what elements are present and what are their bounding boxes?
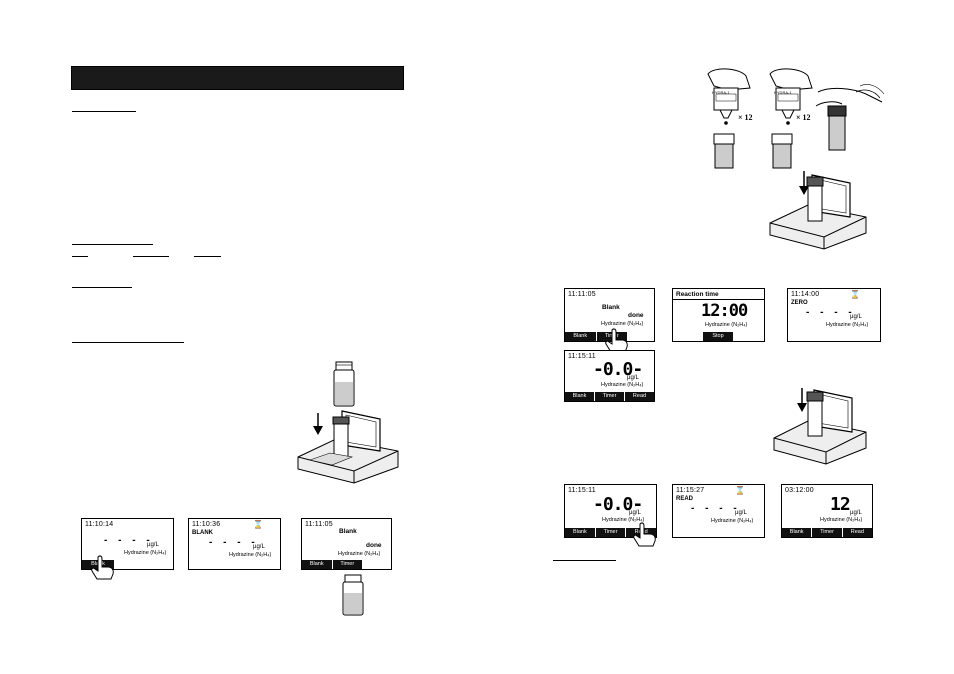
section-title-bar xyxy=(71,66,404,90)
lcd-value: - - - - xyxy=(691,503,741,514)
meter-illustration-right-top xyxy=(769,171,867,250)
lcd-screen-reading: 11:15:27 ⌛ READ - - - - µg/L Hydrazine (… xyxy=(672,484,765,538)
timer-softkey[interactable]: Timer xyxy=(595,392,625,401)
blank-softkey[interactable]: Blank xyxy=(565,392,595,401)
lcd-screen-3: 11:11:05 Blank done Hydrazine (N₂H₄) Bla… xyxy=(301,518,392,570)
heading-rule-3c xyxy=(194,256,221,257)
read-softkey[interactable]: Read xyxy=(842,528,872,537)
lcd-screen-2: 11:10:36 ⌛ BLANK - - - - µg/L Hydrazine … xyxy=(188,518,281,570)
lcd-parameter: Hydrazine (N₂H₄) xyxy=(705,322,748,328)
lcd-parameter: Hydrazine (N₂H₄) xyxy=(820,517,863,523)
lcd-done-label: done xyxy=(366,542,382,549)
shake-cuvette-illustration xyxy=(815,84,885,151)
heading-rule-2 xyxy=(72,244,153,245)
lcd-time: 03:12:00 xyxy=(785,487,814,494)
heading-rule-3a xyxy=(72,256,88,257)
lcd-parameter: Hydrazine (N₂H₄) xyxy=(601,382,644,388)
hourglass-icon: ⌛ xyxy=(735,486,745,495)
bottle-label-1: HYDRA-1 xyxy=(712,90,730,95)
heading-rule-4 xyxy=(72,287,132,288)
lcd-time: 11:10:36 xyxy=(192,521,221,528)
lcd-softkey-bar: Blank Timer Read xyxy=(782,528,872,537)
cuvette-illustration xyxy=(333,361,355,407)
lcd-unit: µg/L xyxy=(850,314,862,320)
cuvette-small-illustration xyxy=(342,574,364,616)
lcd-softkey-bar: Blank Timer xyxy=(302,560,362,569)
heading-rule-1 xyxy=(72,111,136,112)
lcd-softkey-bar: Stop xyxy=(703,332,733,341)
reagent-dropper-illustration-1 xyxy=(707,68,751,169)
lcd-time: 11:14:00 xyxy=(791,291,820,298)
lcd-parameter: Hydrazine (N₂H₄) xyxy=(338,551,381,557)
lcd-value: - - - - xyxy=(104,535,154,546)
meter-illustration-right-middle xyxy=(773,388,867,465)
stop-softkey[interactable]: Stop xyxy=(703,332,733,341)
lcd-parameter: Hydrazine (N₂H₄) xyxy=(124,550,167,556)
heading-rule-5 xyxy=(72,342,184,343)
pointing-hand-icon xyxy=(633,522,656,547)
lcd-mode: ZERO xyxy=(791,300,808,306)
lcd-parameter: Hydrazine (N₂H₄) xyxy=(826,322,869,328)
lcd-parameter: Hydrazine (N₂H₄) xyxy=(229,552,272,558)
read-softkey[interactable]: Read xyxy=(625,392,654,401)
blank-softkey[interactable]: Blank xyxy=(565,332,597,341)
lcd-value: -0.0- xyxy=(593,494,643,515)
timer-softkey[interactable]: Timer xyxy=(595,528,627,537)
lcd-blank-label: Blank xyxy=(339,528,357,535)
blank-softkey[interactable]: Blank xyxy=(565,528,596,537)
lcd-value: 12 xyxy=(830,494,851,515)
lcd-time: 11:10:14 xyxy=(85,521,114,528)
lcd-value: - - - - xyxy=(209,537,259,548)
lcd-header: Reaction time xyxy=(676,291,719,298)
lcd-done-label: done xyxy=(628,312,644,319)
lcd-blank-label: Blank xyxy=(602,304,620,311)
lcd-screen-reaction-timer: Reaction time 12:00 Hydrazine (N₂H₄) Sto… xyxy=(672,288,765,342)
pointing-hand-icon xyxy=(605,328,628,353)
lcd-unit: µg/L xyxy=(253,544,265,550)
lcd-unit: µg/L xyxy=(850,510,862,516)
lcd-parameter: Hydrazine (N₂H₄) xyxy=(711,518,754,524)
lcd-mode: BLANK xyxy=(192,530,213,536)
timer-softkey[interactable]: Timer xyxy=(812,528,843,537)
blank-softkey[interactable]: Blank xyxy=(302,560,333,569)
lcd-parameter: Hydrazine (N₂H₄) xyxy=(602,517,645,523)
blank-softkey[interactable]: Blank xyxy=(782,528,813,537)
reagent-dropper-illustration-2 xyxy=(769,68,813,169)
lcd-header-rule xyxy=(673,299,764,300)
lcd-screen-result: 03:12:00 12 µg/L Hydrazine (N₂H₄) Blank … xyxy=(781,484,873,538)
lcd-timer-value: 12:00 xyxy=(701,301,748,321)
timer-softkey[interactable]: Timer xyxy=(332,560,362,569)
lcd-value: - - - - xyxy=(806,307,856,318)
lcd-unit: µg/L xyxy=(627,375,639,381)
lcd-mode: READ xyxy=(676,496,694,502)
heading-rule-3b xyxy=(133,256,169,257)
pointing-hand-icon xyxy=(91,555,114,580)
hourglass-icon: ⌛ xyxy=(253,520,263,529)
lcd-unit: µg/L xyxy=(147,542,159,548)
lcd-unit: µg/L xyxy=(629,510,641,516)
drop-count-label-2: × 12 xyxy=(796,113,811,122)
heading-rule-6 xyxy=(553,560,616,561)
drop-count-label-1: × 12 xyxy=(738,113,753,122)
lcd-unit: µg/L xyxy=(735,510,747,516)
lcd-screen-zero: 11:14:00 ⌛ ZERO - - - - µg/L Hydrazine (… xyxy=(787,288,881,342)
lcd-time: 11:15:11 xyxy=(568,487,596,494)
lcd-time: 11:15:11 xyxy=(568,353,596,360)
lcd-value: -0.0- xyxy=(593,359,643,380)
lcd-time: 11:11:05 xyxy=(568,291,596,298)
hourglass-icon: ⌛ xyxy=(850,290,860,299)
meter-illustration xyxy=(297,410,399,484)
lcd-screen-zero-result: 11:15:11 -0.0- µg/L Hydrazine (N₂H₄) Bla… xyxy=(564,350,655,402)
lcd-time: 11:15:27 xyxy=(676,487,705,494)
lcd-parameter: Hydrazine (N₂H₄) xyxy=(601,321,644,327)
lcd-time: 11:11:05 xyxy=(305,521,333,528)
bottle-label-2: HYDRA-1 xyxy=(774,90,792,95)
lcd-softkey-bar: Blank Timer Read xyxy=(565,392,654,401)
